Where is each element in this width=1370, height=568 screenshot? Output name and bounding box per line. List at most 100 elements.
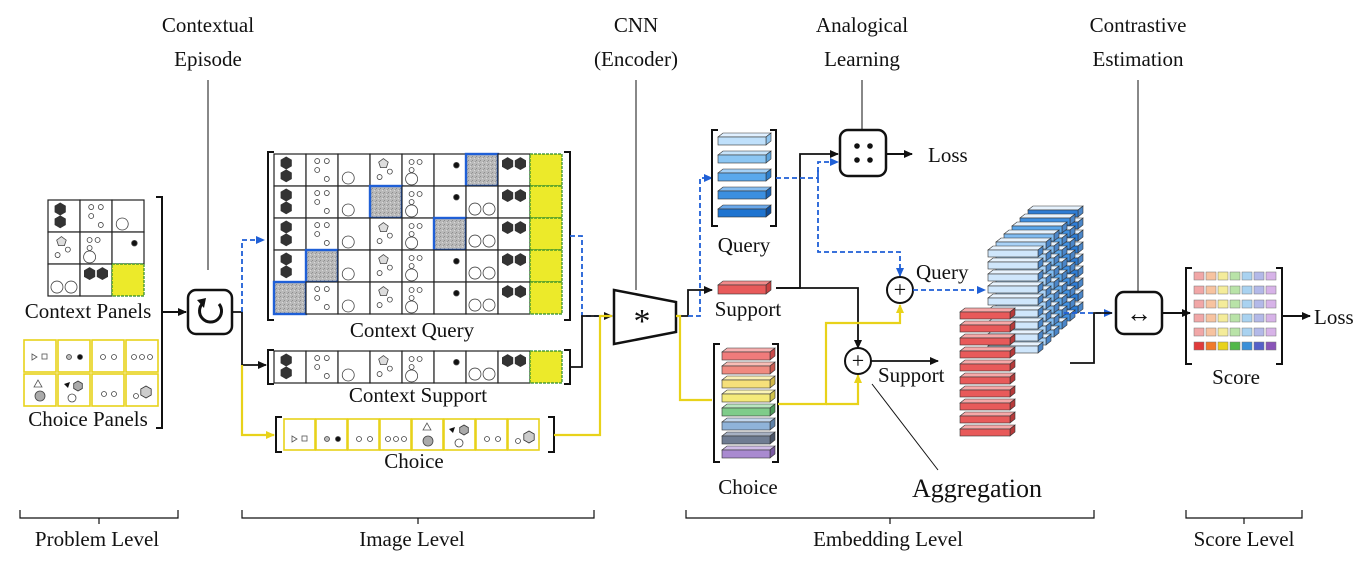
panel-cell [497,281,531,315]
panel-cell [433,281,467,315]
circle-shape [323,286,330,292]
circle-shape [367,436,373,442]
support-bar-label: Support [715,297,782,321]
circle-shape [401,436,407,442]
circle-shape [386,264,393,271]
level-brackets [19,510,1303,524]
cnn-encoder-box [612,288,678,346]
hexagon-shape [514,157,526,171]
query-3d-bar-top [987,269,1044,275]
circle-shape [405,300,419,314]
score-cell [1217,271,1229,281]
circle-shape [405,369,419,383]
circle-shape [405,204,419,218]
circle-shape [408,255,415,261]
choice-bar-top [721,403,776,409]
score-cell [1193,327,1205,337]
score-cell [1253,285,1265,295]
query-bar [717,172,767,182]
pentagon-shape [378,286,389,297]
panel-cell [79,263,113,297]
query-3d-bar [987,249,1039,258]
choice-embedding-stack [721,347,776,459]
circle-shape [356,436,362,442]
score-cell [1193,299,1205,309]
query-3d-bar [987,273,1039,282]
circle-shape [482,234,496,248]
hexagon-shape [459,424,469,436]
support-3d-bar-top [959,385,1016,391]
hexagon-shape [514,354,526,368]
panel-cell [529,217,563,251]
triangle-shape [422,422,432,431]
panel-cell [272,280,308,316]
hexagon-shape [96,267,108,281]
support-3d-bar-top [959,411,1016,417]
choice-panel-cell [57,339,91,373]
circle-shape [83,250,96,264]
circle-shape [376,270,383,276]
score-cell [1265,327,1277,337]
score-cell [1217,285,1229,295]
query-3d-label: Query [916,260,969,284]
panel-cell [369,217,403,251]
query-3d-bar-top [995,237,1052,243]
level-embedding: Embedding Level [813,527,963,551]
pentagon-shape [378,158,389,169]
pentagon-shape [56,236,67,247]
query-3d-bar-top [987,257,1044,263]
triangle-shape [449,427,455,433]
score-cell [1265,285,1277,295]
circle-shape [376,174,383,180]
query-bar [717,190,767,200]
label-estimation: Estimation [1093,47,1184,71]
circle-shape [386,232,393,239]
label-contrastive: Contrastive [1090,13,1187,37]
circle-shape [314,355,321,361]
svg-text:+: + [852,348,864,373]
support-3d-bar-top [959,398,1016,404]
support-3d-bar [959,337,1011,346]
aggregated-embedding-3d [959,205,1084,437]
query-3d-bar-top [987,281,1044,287]
circle-shape [100,354,106,360]
triangle-shape [33,379,43,388]
loss-right-label: Loss [1314,305,1354,329]
circle-shape [482,202,496,216]
circle-shape [323,355,330,361]
circle-shape [408,231,415,237]
choice-panel-cell [91,339,125,373]
query-stack-label: Query [718,233,771,257]
score-cell [1241,299,1253,309]
score-cell [1229,285,1241,295]
circle-shape [323,190,330,196]
choice-cell [443,418,476,451]
circle-shape [67,393,77,403]
circle-shape [468,266,482,280]
circle-shape [405,236,419,250]
support-3d-bar [959,324,1011,333]
circle-shape [416,223,423,229]
query-3d-bar [987,297,1039,306]
context-support-label: Context Support [349,383,487,407]
circle-shape [468,234,482,248]
score-cell [1205,271,1217,281]
hexagon-shape [280,188,292,202]
support-3d-bar-top [959,372,1016,378]
circle-shape [453,161,460,169]
panel-cell [497,153,531,187]
hexagon-shape [514,285,526,299]
circle-shape [408,159,415,165]
panel-cell [369,281,403,315]
circle-shape [405,268,419,282]
circle-shape [88,204,95,210]
choice-cell [379,418,412,451]
label-contextual: Contextual [162,13,254,37]
score-cell [1229,271,1241,281]
panel-cell [433,350,467,384]
circle-shape [314,231,321,237]
choice-bar-top [721,445,776,451]
panel-cell [432,216,468,252]
circle-shape [323,176,330,182]
pentagon-shape [378,355,389,366]
